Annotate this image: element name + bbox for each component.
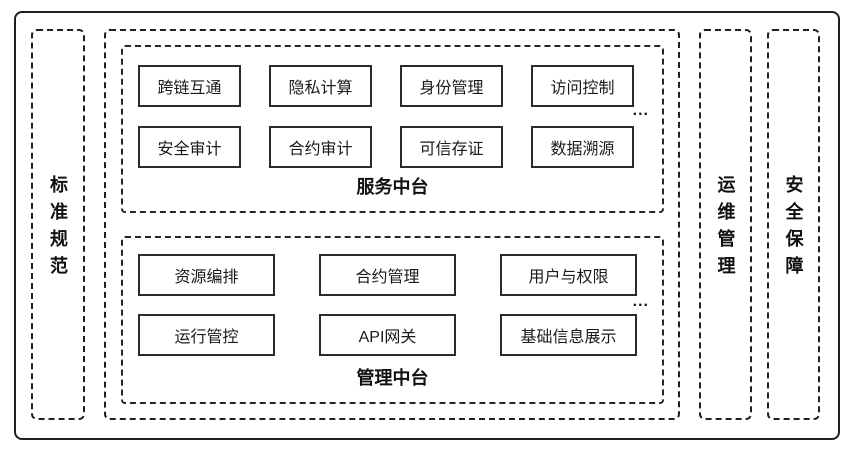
module-box-identity-management: 身份管理 [400, 65, 503, 107]
service-more-ellipsis: ... [632, 102, 649, 119]
module-box-contract-management: 合约管理 [319, 254, 456, 296]
section-management-platform: 资源编排 合约管理 用户与权限 运行管控 API网关 基础信息展示 ... 管理… [121, 236, 664, 404]
management-modules-grid: 资源编排 合约管理 用户与权限 运行管控 API网关 基础信息展示 [138, 254, 637, 356]
module-box-trusted-evidence: 可信存证 [400, 126, 503, 168]
management-platform-title: 管理中台 [356, 368, 429, 388]
module-box-cross-chain-interop: 跨链互通 [138, 65, 241, 107]
module-box-api-gateway: API网关 [319, 314, 456, 356]
module-box-security-audit: 安全审计 [138, 126, 241, 168]
section-service-platform: 跨链互通 隐私计算 身份管理 访问控制 安全审计 合约审计 可信存证 数据溯源 … [121, 45, 664, 213]
module-box-data-provenance: 数据溯源 [531, 126, 634, 168]
management-more-ellipsis: ... [632, 293, 649, 310]
pillar-standards-label: 标准规范 [48, 175, 68, 283]
module-box-basic-info-display: 基础信息展示 [500, 314, 637, 356]
pillar-operations-label: 运维管理 [715, 175, 736, 283]
service-modules-grid: 跨链互通 隐私计算 身份管理 访问控制 安全审计 合约审计 可信存证 数据溯源 [138, 65, 634, 168]
module-box-privacy-computing: 隐私计算 [269, 65, 372, 107]
module-box-users-permissions: 用户与权限 [500, 254, 637, 296]
module-box-contract-audit: 合约审计 [269, 126, 372, 168]
pillar-security-assurance: 安全保障 [767, 29, 820, 420]
service-platform-title: 服务中台 [356, 177, 429, 197]
module-box-operation-control: 运行管控 [138, 314, 275, 356]
pillar-security-label: 安全保障 [783, 175, 804, 283]
module-box-access-control: 访问控制 [531, 65, 634, 107]
main-platform-container: 跨链互通 隐私计算 身份管理 访问控制 安全审计 合约审计 可信存证 数据溯源 … [104, 29, 680, 420]
pillar-standards: 标准规范 [31, 29, 85, 420]
module-box-resource-orchestration: 资源编排 [138, 254, 275, 296]
pillar-operations-management: 运维管理 [699, 29, 752, 420]
